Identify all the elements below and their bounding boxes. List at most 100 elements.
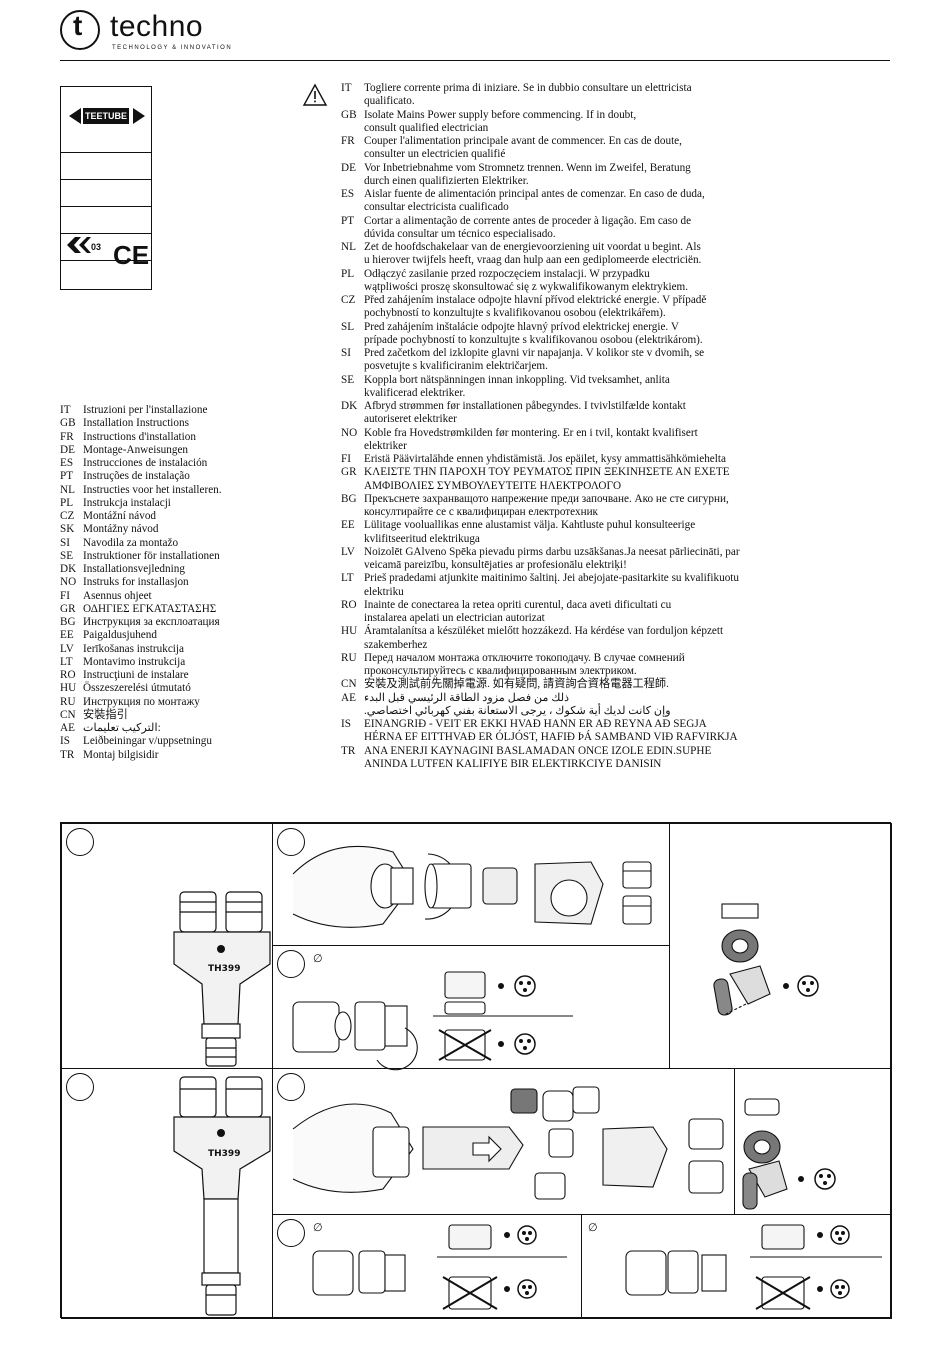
warning-line: posvetujte s kvalificiranim električarje…	[364, 360, 548, 373]
language-code: GR	[341, 466, 357, 479]
install-title-text: Instrukcja instalacji	[83, 496, 171, 509]
language-code: ES	[60, 457, 74, 469]
warning-line: 安裝及測試前先關掉電源. 如有疑問, 請資詢合資格電器工程師.	[364, 678, 669, 691]
language-code: AE	[60, 722, 75, 734]
language-code: IT	[341, 82, 352, 94]
warning-line: Перед началом монтажа отключите токопода…	[364, 651, 685, 664]
language-code: LT	[60, 655, 73, 668]
install-title-item: BG Инструкция за експлоатация	[60, 616, 222, 629]
warning-line: Áramtalanítsa a készüléket mielőtt hozzá…	[364, 625, 724, 638]
language-code: DE	[60, 443, 75, 456]
warning-line: wątpliwości proszę skonsultować się z wy…	[364, 280, 689, 293]
language-code: FR	[341, 135, 355, 147]
install-title-text: Leiðbeiningar v/uppsetningu	[83, 735, 212, 748]
cable-gland-illustration	[742, 1098, 836, 1210]
language-code: HU	[60, 682, 77, 695]
language-code: CZ	[341, 294, 356, 306]
warning-line: autoriseret elektriker	[364, 413, 457, 426]
warning-item: RU Перед началом монтажа отключите токопо…	[341, 652, 781, 679]
warning-line: consultar electricista cualificado	[364, 201, 509, 214]
warning-line: Noizolēt GAlveno Spēka pievadu pirms dar…	[364, 545, 740, 558]
language-code: FI	[60, 589, 70, 602]
warning-line: консултирайте се с квалифициран електрот…	[364, 506, 598, 518]
logo-letter: t	[73, 10, 83, 41]
warning-line: Couper l'alimentation principale avant d…	[364, 135, 682, 147]
diagram-cell-step-assemble	[272, 1068, 735, 1215]
step-circle	[66, 1073, 94, 1101]
language-code: PT	[60, 470, 74, 483]
warning-line: HÉRNA EF EITTHVAÐ ER ÓLJÓST, HAFIÐ ÞÁ SA…	[364, 731, 738, 744]
tee-connector-illustration	[173, 891, 271, 1067]
diagram-cell-seal-a: ∅	[272, 1214, 582, 1319]
install-title-text: Instruktioner för installationen	[83, 549, 220, 562]
diameter-symbol: ∅	[313, 1221, 323, 1234]
product-badge-row: TEETUBE	[61, 87, 151, 153]
warning-line: EINANGRIÐ - VEIT ER EKKI HVAÐ HANN ER AÐ…	[364, 718, 707, 730]
warning-line: проконсультируйтесь с квалифицированным …	[364, 665, 637, 677]
teetube-badge: TEETUBE	[69, 105, 145, 127]
warning-line: ذلك من فصل مزود الطاقة الرئيسي قبل البدء	[364, 691, 570, 704]
install-title-text: ΟΔΗΓΙΕΣ ΕΓΚΑΤΑΣΤΑΣΗΣ	[83, 602, 217, 615]
install-title-text: Instruções de instalação	[83, 470, 190, 483]
language-code: SE	[341, 373, 355, 386]
install-title-item: PT Instruções de instalação	[60, 470, 222, 483]
language-code: PL	[341, 267, 355, 280]
language-code: FR	[60, 430, 74, 443]
language-code: SI	[60, 536, 70, 549]
language-code: NL	[341, 241, 356, 253]
language-code: IS	[341, 718, 351, 730]
install-title-text: Montavimo instrukcija	[83, 655, 186, 668]
language-code: PL	[60, 496, 74, 509]
warning-line: dúvida consultar um técnico especialisad…	[364, 227, 556, 240]
language-code: SI	[341, 347, 351, 359]
warning-line: وإن كانت لديك أية شكوك ، يرجى الاستعانة …	[364, 704, 671, 717]
language-code: BG	[60, 616, 76, 628]
diagram-cell-gland-b	[734, 1068, 892, 1215]
warning-line: ANA ENERJI KAYNAGINI BASLAMADAN ONCE IZO…	[364, 744, 712, 757]
language-code: ES	[341, 188, 355, 200]
install-title-text: Instruks for installasjon	[83, 576, 189, 589]
warning-line: Koble fra Hovedstrømkilden før montering…	[364, 426, 698, 439]
install-title-item: FI Asennus ohjeet	[60, 590, 222, 603]
step-circle	[277, 828, 305, 856]
install-title-text: Montaj bilgisidir	[83, 748, 159, 761]
warning-line: consult qualified electrician	[364, 121, 489, 134]
language-code: CZ	[60, 510, 75, 522]
warning-line: consulter un electricien qualifié	[364, 148, 506, 161]
diameter-symbol: ∅	[588, 1221, 598, 1234]
warning-line: ANINDA LUTFEN KALIFIYE BIR ELEKTIRKCIYE …	[364, 757, 662, 770]
language-code: RU	[341, 651, 357, 664]
language-code: EE	[60, 629, 74, 642]
install-title-text: Инструкция за експлоатация	[83, 616, 220, 628]
assembly-diagram-frame: TH399 ∅	[60, 822, 892, 1319]
warning-line: Прекъснете захранващото напрежение преди…	[364, 492, 729, 505]
ukca-mark-icon	[67, 237, 91, 253]
seal-selection-illustration	[312, 1224, 567, 1310]
language-code: FI	[341, 453, 351, 465]
language-code: PT	[341, 214, 355, 227]
warning-line: elektriker	[364, 439, 407, 452]
warning-line: pochybností to konzultujte s kvalifikova…	[364, 307, 666, 320]
warning-line: ΚΛΕΙΣΤΕ ΤΗΝ ΠΑΡΟΧΗ ΤΟΥ ΡΕΥΜΑΤΟΣ ΠΡΙΝ ΞΕΚ…	[364, 466, 730, 479]
install-title-text: Asennus ohjeet	[83, 589, 152, 602]
product-blank-row	[61, 153, 151, 180]
